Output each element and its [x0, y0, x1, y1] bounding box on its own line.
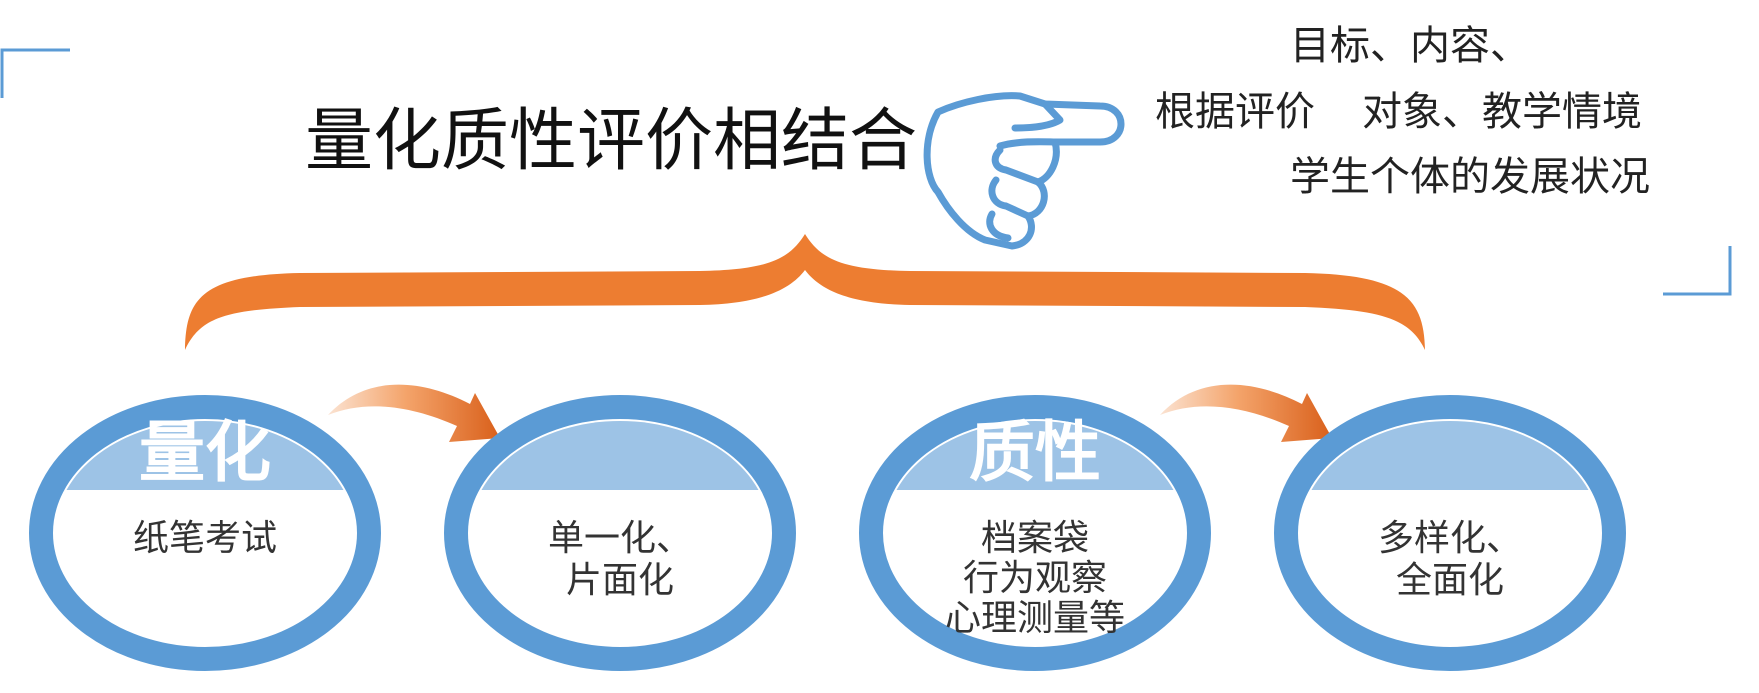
- criteria-line-2-suffix: 对象、教学情境: [1362, 89, 1642, 135]
- page-title: 量化质性评价相结合: [305, 102, 918, 181]
- qualitative-result-line-1: 多样化、: [1377, 518, 1522, 559]
- quantitative-heading: 量化: [139, 414, 271, 491]
- criteria-line-1: 目标、内容、: [1290, 23, 1530, 69]
- corner-mark-bottom-right: [1663, 246, 1732, 296]
- qualitative-heading: 质性: [969, 414, 1101, 491]
- pointing-hand-icon: [923, 92, 1125, 250]
- brace-bracket: [185, 234, 1425, 350]
- corner-mark-top-left: [0, 48, 70, 98]
- oval-quantitative-result: [444, 395, 796, 671]
- quantitative-method: 纸笔考试: [132, 518, 277, 559]
- arrow-qualitative: [1160, 384, 1332, 442]
- criteria-line-2-prefix: 根据评价: [1155, 89, 1315, 135]
- qualitative-method-line-2: 行为观察: [962, 558, 1107, 599]
- oval-qualitative-result: [1274, 395, 1626, 671]
- criteria-line-3: 学生个体的发展状况: [1290, 154, 1650, 200]
- oval-qualitative: [859, 395, 1211, 671]
- qualitative-method-line-3: 心理测量等: [944, 598, 1125, 639]
- qualitative-method-line-1: 档案袋: [980, 518, 1089, 559]
- quantitative-result-line-2: 片面化: [565, 560, 674, 601]
- oval-quantitative: [29, 395, 381, 671]
- arrow-quantitative: [328, 384, 500, 442]
- quantitative-result-line-1: 单一化、: [547, 518, 692, 559]
- qualitative-result-line-2: 全面化: [1395, 560, 1504, 601]
